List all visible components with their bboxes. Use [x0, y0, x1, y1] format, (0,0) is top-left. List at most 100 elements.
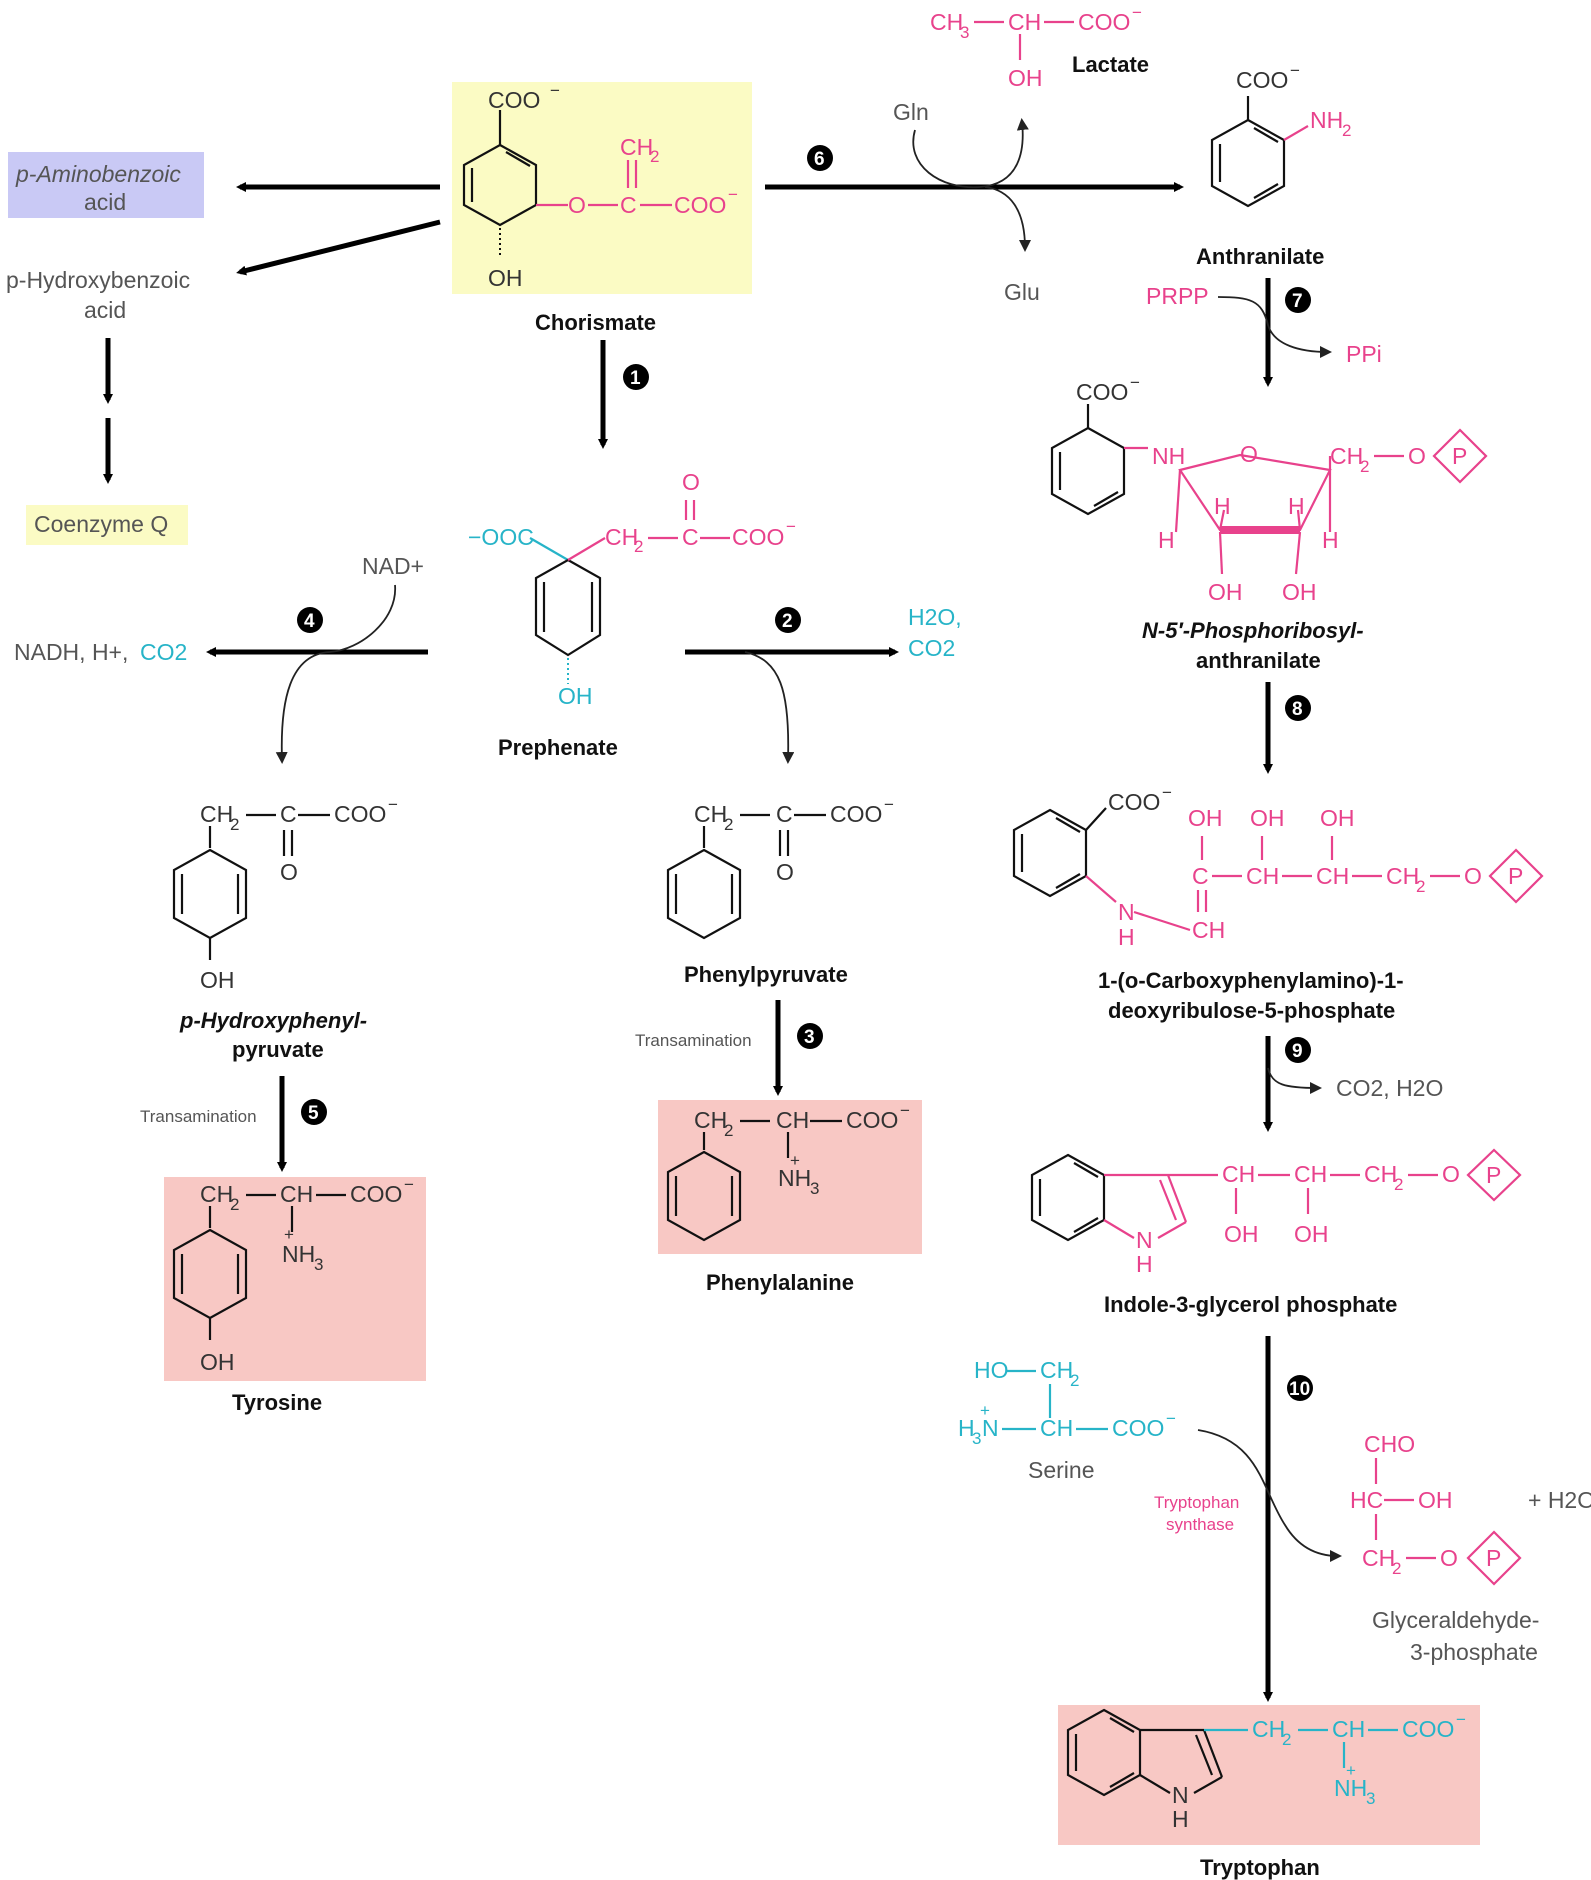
svg-text:OH: OH	[558, 683, 593, 709]
svg-text:−OOC: −OOC	[468, 524, 534, 550]
svg-text:2: 2	[230, 1195, 239, 1214]
svg-text:2: 2	[1070, 1371, 1079, 1390]
svg-text:O: O	[568, 192, 586, 218]
svg-text:3: 3	[960, 23, 969, 42]
svg-text:NH: NH	[778, 1165, 811, 1191]
prpp-label: PRPP	[1146, 283, 1209, 309]
svg-text:COO: COO	[1402, 1716, 1454, 1742]
pra-label: N-5′-Phosphoribosyl-	[1142, 618, 1364, 643]
svg-text:−: −	[1130, 373, 1140, 392]
svg-text:−: −	[1166, 1409, 1176, 1428]
cdrp-structure: COO− N H CH C OH CH OH CH OH CH2 O P	[1012, 783, 1544, 950]
step-4-badge	[297, 607, 323, 633]
svg-text:NH: NH	[1310, 107, 1343, 133]
nadh-label: NADH, H+,	[14, 639, 128, 665]
lactate-structure: CH3 CH COO− OH	[930, 3, 1142, 91]
nad-curve	[275, 584, 396, 764]
svg-text:C: C	[682, 524, 699, 550]
cdrp-label-2: deoxyribulose-5-phosphate	[1108, 998, 1395, 1023]
anthranilate-label: Anthranilate	[1196, 244, 1324, 269]
svg-text:N: N	[1172, 1782, 1189, 1808]
prpp-curve	[1217, 296, 1332, 358]
tyrosine-box	[164, 1177, 426, 1381]
step-7-number: 7	[1292, 291, 1303, 312]
svg-text:CH: CH	[1008, 9, 1041, 35]
svg-text:CH: CH	[1040, 1357, 1073, 1383]
svg-text:COO: COO	[1078, 9, 1130, 35]
svg-text:CH: CH	[280, 1181, 313, 1207]
svg-text:O: O	[1240, 441, 1258, 467]
svg-text:H: H	[1322, 527, 1339, 553]
svg-text:−: −	[388, 795, 398, 814]
phenylalanine-label: Phenylalanine	[706, 1270, 854, 1295]
svg-text:O: O	[1440, 1545, 1458, 1571]
svg-text:O: O	[682, 469, 700, 495]
svg-text:COO: COO	[674, 192, 726, 218]
glu-label: Glu	[1004, 279, 1040, 305]
svg-text:CH: CH	[1330, 443, 1363, 469]
step-9-number: 9	[1292, 1041, 1303, 1062]
g3p-label-2: 3-phosphate	[1410, 1639, 1538, 1665]
tyrosine-structure: CH2 CH COO− + NH3 OH	[172, 1175, 414, 1375]
svg-text:CH: CH	[200, 801, 233, 827]
svg-text:OH: OH	[1294, 1221, 1329, 1247]
svg-text:NH: NH	[1152, 443, 1185, 469]
tryptophan-structure: N H CH2 CH COO− + NH3	[1066, 1708, 1466, 1832]
step-10-badge	[1287, 1375, 1313, 1401]
svg-text:COO: COO	[732, 524, 784, 550]
svg-text:CH: CH	[605, 524, 638, 550]
g3p-label: Glyceraldehyde-	[1372, 1607, 1539, 1633]
hpp-label-2: pyruvate	[232, 1037, 324, 1062]
phenylpyruvate-structure: CH2 C O COO−	[666, 795, 894, 940]
svg-text:C: C	[620, 192, 637, 218]
svg-text:NH: NH	[1334, 1775, 1367, 1801]
svg-text:2: 2	[1282, 1730, 1291, 1749]
svg-text:HC: HC	[1350, 1487, 1383, 1513]
svg-text:COO: COO	[1076, 379, 1128, 405]
svg-text:+: +	[284, 1225, 294, 1244]
svg-text:−: −	[786, 517, 796, 536]
trp-synthase-label-2: synthase	[1166, 1515, 1234, 1534]
igp-label: Indole-3-glycerol phosphate	[1104, 1292, 1397, 1317]
svg-text:P: P	[1486, 1162, 1501, 1188]
step-3-number: 3	[804, 1027, 815, 1048]
svg-text:2: 2	[724, 1121, 733, 1140]
igp-structure: N H CH OH CH OH CH2 O P	[1030, 1148, 1522, 1277]
svg-text:+: +	[790, 1151, 800, 1170]
step-9-curve	[1267, 1067, 1322, 1094]
svg-text:OH: OH	[1008, 65, 1043, 91]
step-6-badge	[807, 145, 833, 171]
svg-text:CH: CH	[1362, 1545, 1395, 1571]
prephenate-structure: −OOC CH2 C O COO− OH	[468, 469, 796, 709]
step-2-curve	[744, 651, 795, 764]
svg-text:CH: CH	[1332, 1716, 1365, 1742]
svg-text:COO: COO	[1236, 67, 1288, 93]
svg-text:3: 3	[810, 1179, 819, 1198]
cdrp-label: 1-(o-Carboxyphenylamino)-1-	[1098, 968, 1404, 993]
step-1-badge	[623, 364, 649, 390]
svg-text:2: 2	[724, 815, 733, 834]
svg-text:N: N	[1118, 899, 1135, 925]
step-1-number: 1	[630, 368, 641, 389]
svg-text:CH: CH	[694, 1107, 727, 1133]
svg-text:HO: HO	[974, 1357, 1009, 1383]
svg-text:O: O	[1408, 443, 1426, 469]
svg-text:C: C	[1192, 863, 1209, 889]
phenylpyruvate-label: Phenylpyruvate	[684, 962, 848, 987]
coq-box	[26, 505, 188, 545]
svg-text:CH: CH	[1040, 1415, 1073, 1441]
svg-text:P: P	[1452, 443, 1467, 469]
svg-text:CH: CH	[1386, 863, 1419, 889]
svg-text:C: C	[776, 801, 793, 827]
svg-text:O: O	[280, 859, 298, 885]
co2-label-step2: CO2	[908, 635, 955, 661]
svg-text:CH: CH	[1222, 1161, 1255, 1187]
transamination-label-5: Transamination	[140, 1107, 257, 1126]
step-10-number: 10	[1289, 1379, 1310, 1400]
tyrosine-label: Tyrosine	[232, 1390, 322, 1415]
svg-text:H: H	[1214, 493, 1231, 519]
lactate-label: Lactate	[1072, 52, 1149, 77]
coq-label: Coenzyme Q	[34, 511, 168, 537]
svg-text:2: 2	[634, 537, 643, 556]
